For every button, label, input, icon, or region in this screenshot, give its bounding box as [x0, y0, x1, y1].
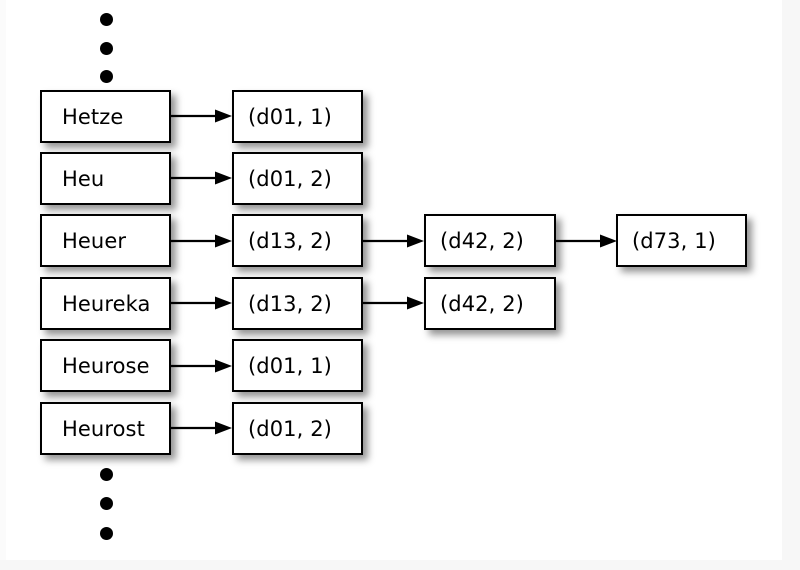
ellipsis-bottom-dot-3 [100, 527, 113, 540]
term-node-heuer[interactable]: Heuer [40, 214, 171, 267]
page-edge-right [782, 0, 800, 570]
arrow-heurost-to-posting [171, 420, 233, 436]
arrow-heureka-to-posting [171, 295, 233, 311]
term-node-heurost[interactable]: Heurost [40, 402, 171, 455]
posting-node-c2-r1[interactable]: (d42, 2) [424, 214, 556, 267]
ellipsis-top-dot-2 [100, 42, 113, 55]
arrow-c2r1-to-c3r1 [556, 233, 618, 249]
posting-node-c1-r6[interactable]: (d01, 2) [232, 402, 363, 455]
arrow-c1r4-to-c2r2 [363, 295, 425, 311]
arrow-hetze-to-posting [171, 108, 233, 124]
ellipsis-bottom-dot-1 [100, 468, 113, 481]
term-node-heu[interactable]: Heu [40, 152, 171, 205]
posting-node-c2-r2[interactable]: (d42, 2) [424, 277, 556, 330]
posting-node-c3-r1[interactable]: (d73, 1) [616, 214, 747, 267]
arrow-heu-to-posting [171, 170, 233, 186]
posting-node-c1-r5[interactable]: (d01, 1) [232, 339, 363, 392]
page-edge-left [0, 0, 6, 570]
ellipsis-bottom-dot-2 [100, 497, 113, 510]
ellipsis-top-dot-1 [100, 13, 113, 26]
posting-node-c1-r2[interactable]: (d01, 2) [232, 152, 363, 205]
term-node-heureka[interactable]: Heureka [40, 277, 171, 330]
term-node-heurose[interactable]: Heurose [40, 339, 171, 392]
posting-node-c1-r1[interactable]: (d01, 1) [232, 90, 363, 143]
posting-node-c1-r3[interactable]: (d13, 2) [232, 214, 363, 267]
ellipsis-top-dot-3 [100, 70, 113, 83]
term-node-hetze[interactable]: Hetze [40, 90, 171, 143]
page-edge-bottom [0, 560, 800, 570]
arrow-c1r3-to-c2r1 [363, 233, 425, 249]
posting-node-c1-r4[interactable]: (d13, 2) [232, 277, 363, 330]
arrow-heurose-to-posting [171, 358, 233, 374]
arrow-heuer-to-posting [171, 233, 233, 249]
